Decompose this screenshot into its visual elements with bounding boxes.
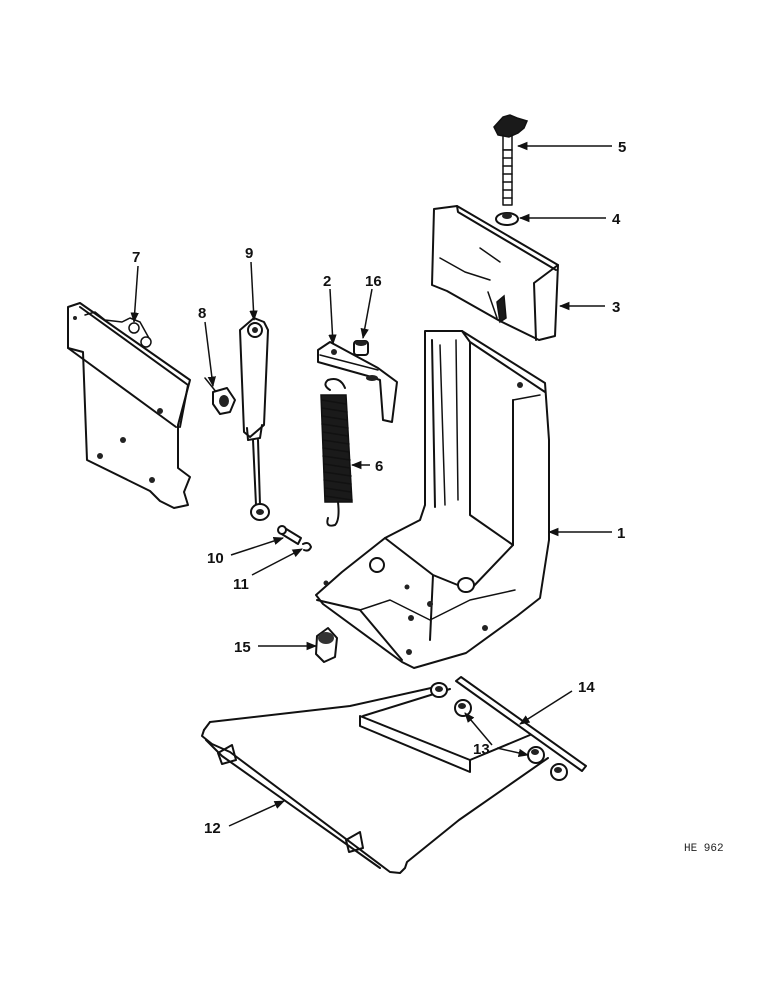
part-9-shock-absorber <box>239 317 270 521</box>
callout-16: 16 <box>365 273 382 290</box>
callout-9: 9 <box>245 245 253 262</box>
drawing-code: HE 962 <box>684 843 724 855</box>
part-15-bumper <box>315 627 338 663</box>
callout-1: 1 <box>617 525 625 542</box>
part-13-bushings <box>454 699 568 781</box>
part-12-suspension-frame <box>201 682 549 874</box>
callout-2: 2 <box>323 273 331 290</box>
part-3-seat-cushion <box>431 205 559 341</box>
callout-13: 13 <box>473 741 490 758</box>
leader-lines <box>130 141 612 827</box>
callout-14: 14 <box>578 679 595 696</box>
callout-11: 11 <box>233 576 249 593</box>
callout-6: 6 <box>375 458 383 475</box>
part-4-washer <box>495 212 519 226</box>
callout-4: 4 <box>612 211 621 228</box>
callout-10: 10 <box>207 550 224 567</box>
callout-8: 8 <box>198 305 206 322</box>
part-11-clip <box>302 542 312 552</box>
part-7-hinge-bracket <box>67 302 191 509</box>
callout-7: 7 <box>132 249 140 266</box>
part-8-bushing <box>204 377 236 415</box>
part-1-seat-frame <box>315 330 550 669</box>
callout-15: 15 <box>234 639 251 656</box>
callout-5: 5 <box>618 139 626 156</box>
part-16-spacer <box>353 340 369 356</box>
callout-12: 12 <box>204 820 221 837</box>
callout-3: 3 <box>612 299 620 316</box>
part-5-knob-bolt <box>493 114 529 206</box>
part-6-spring <box>320 378 353 527</box>
part-10-pin <box>277 525 302 545</box>
